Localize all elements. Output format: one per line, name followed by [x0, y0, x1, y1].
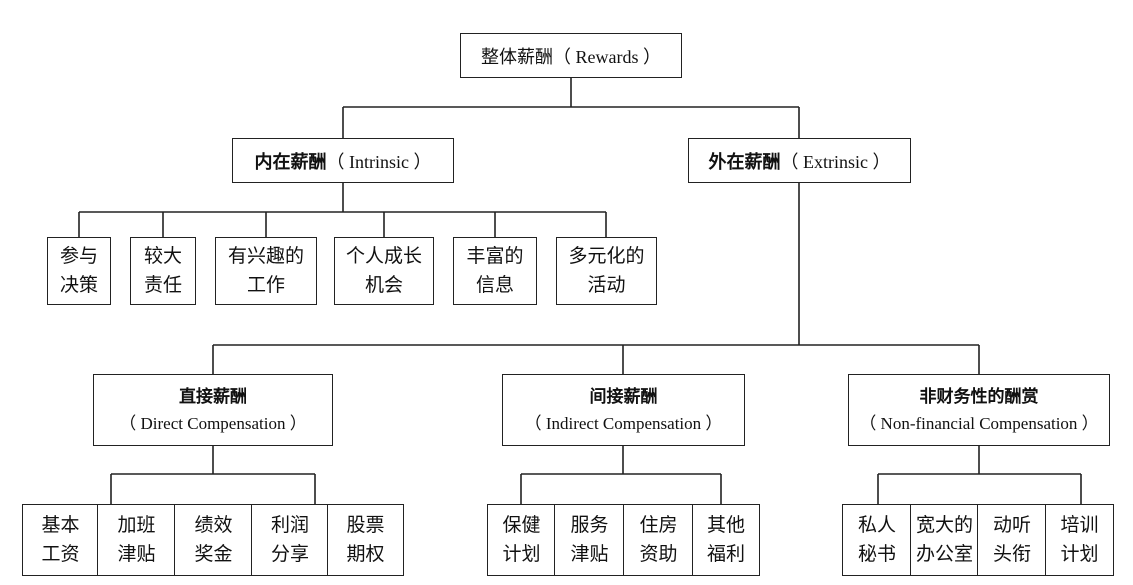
item-line-2: 津贴 [570, 543, 609, 565]
item-line-1: 丰富的 [466, 245, 524, 267]
item-line-2: 计划 [502, 543, 541, 565]
item-line-2: 活动 [587, 274, 626, 296]
nonfinancial-item: 培训 计划 [1045, 504, 1114, 576]
indirect-label-en: （ Indirect Compensation ） [524, 414, 723, 433]
item-line-2: 责任 [143, 274, 182, 296]
direct-item: 加班 津贴 [97, 504, 176, 576]
indirect-item: 服务 津贴 [554, 504, 625, 576]
indirect-item: 保健 计划 [487, 504, 556, 576]
item-line-1: 有兴趣的 [227, 245, 304, 267]
indirect-compensation-node: 间接薪酬 （ Indirect Compensation ） [502, 374, 745, 446]
nonfinancial-item: 私人 秘书 [842, 504, 912, 576]
intrinsic-label-zh: 内在薪酬 [254, 151, 327, 173]
direct-item: 绩效 奖金 [174, 504, 253, 576]
item-line-1: 动听 [992, 514, 1031, 536]
root-label-en: （ Rewards ） [553, 46, 661, 67]
direct-item: 股票 期权 [327, 504, 404, 576]
extrinsic-node: 外在薪酬（ Extrinsic ） [688, 138, 911, 183]
item-line-2: 资助 [639, 543, 678, 565]
nonfinancial-compensation-node: 非财务性的酬赏 （ Non-financial Compensation ） [848, 374, 1110, 446]
indirect-item: 其他 福利 [692, 504, 760, 576]
intrinsic-node: 内在薪酬（ Intrinsic ） [232, 138, 454, 183]
item-line-1: 其他 [706, 514, 745, 536]
intrinsic-item: 较大 责任 [130, 237, 196, 305]
item-line-2: 工资 [41, 543, 80, 565]
intrinsic-label-en: （ Intrinsic ） [326, 151, 432, 172]
item-line-1: 利润 [270, 514, 309, 536]
item-line-1: 服务 [570, 514, 609, 536]
item-line-2: 工作 [246, 274, 285, 296]
item-line-2: 办公室 [915, 543, 973, 565]
item-line-1: 绩效 [194, 514, 233, 536]
item-line-2: 津贴 [117, 543, 156, 565]
item-line-1: 私人 [857, 514, 896, 536]
nonfinancial-label-zh: 非财务性的酬赏 [919, 387, 1039, 407]
item-line-1: 较大 [143, 245, 182, 267]
item-line-2: 期权 [346, 543, 385, 565]
direct-label-en: （ Direct Compensation ） [119, 414, 307, 433]
item-line-2: 计划 [1060, 543, 1099, 565]
item-line-1: 住房 [639, 514, 678, 536]
item-line-2: 奖金 [194, 543, 233, 565]
item-line-1: 基本 [41, 514, 80, 536]
item-line-2: 分享 [270, 543, 309, 565]
intrinsic-item: 有兴趣的 工作 [215, 237, 317, 305]
intrinsic-item: 个人成长 机会 [334, 237, 434, 305]
indirect-item: 住房 资助 [623, 504, 694, 576]
nonfinancial-item: 动听 头衔 [977, 504, 1047, 576]
item-line-1: 股票 [346, 514, 385, 536]
item-line-1: 参与 [59, 245, 98, 267]
nonfinancial-item: 宽大的 办公室 [910, 504, 979, 576]
item-line-2: 福利 [706, 543, 745, 565]
nonfinancial-label-en: （ Non-financial Compensation ） [859, 414, 1099, 433]
rewards-root-node: 整体薪酬（ Rewards ） [460, 33, 682, 78]
direct-compensation-node: 直接薪酬 （ Direct Compensation ） [93, 374, 333, 446]
extrinsic-label-zh: 外在薪酬 [708, 151, 781, 173]
item-line-1: 保健 [502, 514, 541, 536]
extrinsic-label-en: （ Extrinsic ） [780, 151, 891, 172]
item-line-1: 个人成长 [345, 245, 422, 267]
item-line-2: 决策 [59, 274, 98, 296]
direct-label-zh: 直接薪酬 [179, 387, 247, 407]
item-line-2: 秘书 [857, 543, 896, 565]
intrinsic-item: 参与 决策 [47, 237, 111, 305]
item-line-2: 信息 [475, 274, 514, 296]
indirect-label-zh: 间接薪酬 [589, 387, 658, 407]
item-line-1: 多元化的 [568, 245, 645, 267]
item-line-1: 加班 [117, 514, 156, 536]
root-label-zh: 整体薪酬 [481, 46, 553, 68]
direct-item: 利润 分享 [251, 504, 329, 576]
item-line-2: 头衔 [992, 543, 1031, 565]
item-line-1: 宽大的 [915, 514, 973, 536]
item-line-1: 培训 [1060, 514, 1099, 536]
intrinsic-item: 多元化的 活动 [556, 237, 657, 305]
intrinsic-item: 丰富的 信息 [453, 237, 537, 305]
direct-item: 基本 工资 [22, 504, 99, 576]
item-line-2: 机会 [364, 274, 403, 296]
